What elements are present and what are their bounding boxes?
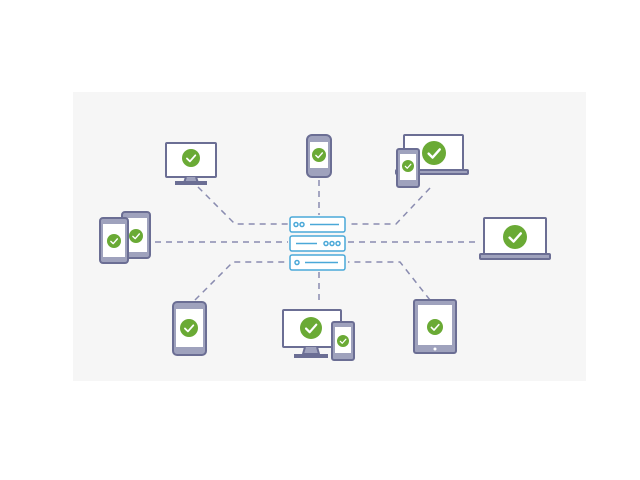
connector-lines [155,180,480,305]
connector-bottom-left [194,261,288,301]
checkmark-icon [503,225,527,249]
checkmark-icon [422,141,446,165]
checkmark-icon [182,149,200,167]
connector-top-left [197,186,288,225]
smartphone-icon [99,217,129,264]
monitor-icon [282,309,342,358]
smartphone-icon [331,321,355,361]
server-stack-icon [289,216,346,271]
connector-bottom-right [348,261,431,301]
checkmark-icon [107,234,121,248]
tablet-icon [413,299,457,354]
smartphone-icon [306,134,332,178]
checkmark-icon [312,148,326,162]
checkmark-icon [129,229,143,243]
checkmark-icon [402,160,414,172]
checkmark-icon [427,319,443,335]
connector-top-right [348,187,431,225]
smartphone-icon [172,301,207,356]
laptop-icon [479,217,551,260]
monitor-icon [165,142,217,185]
checkmark-icon [337,335,349,347]
checkmark-icon [300,317,322,339]
smartphone-icon [396,148,420,188]
checkmark-icon [180,319,198,337]
